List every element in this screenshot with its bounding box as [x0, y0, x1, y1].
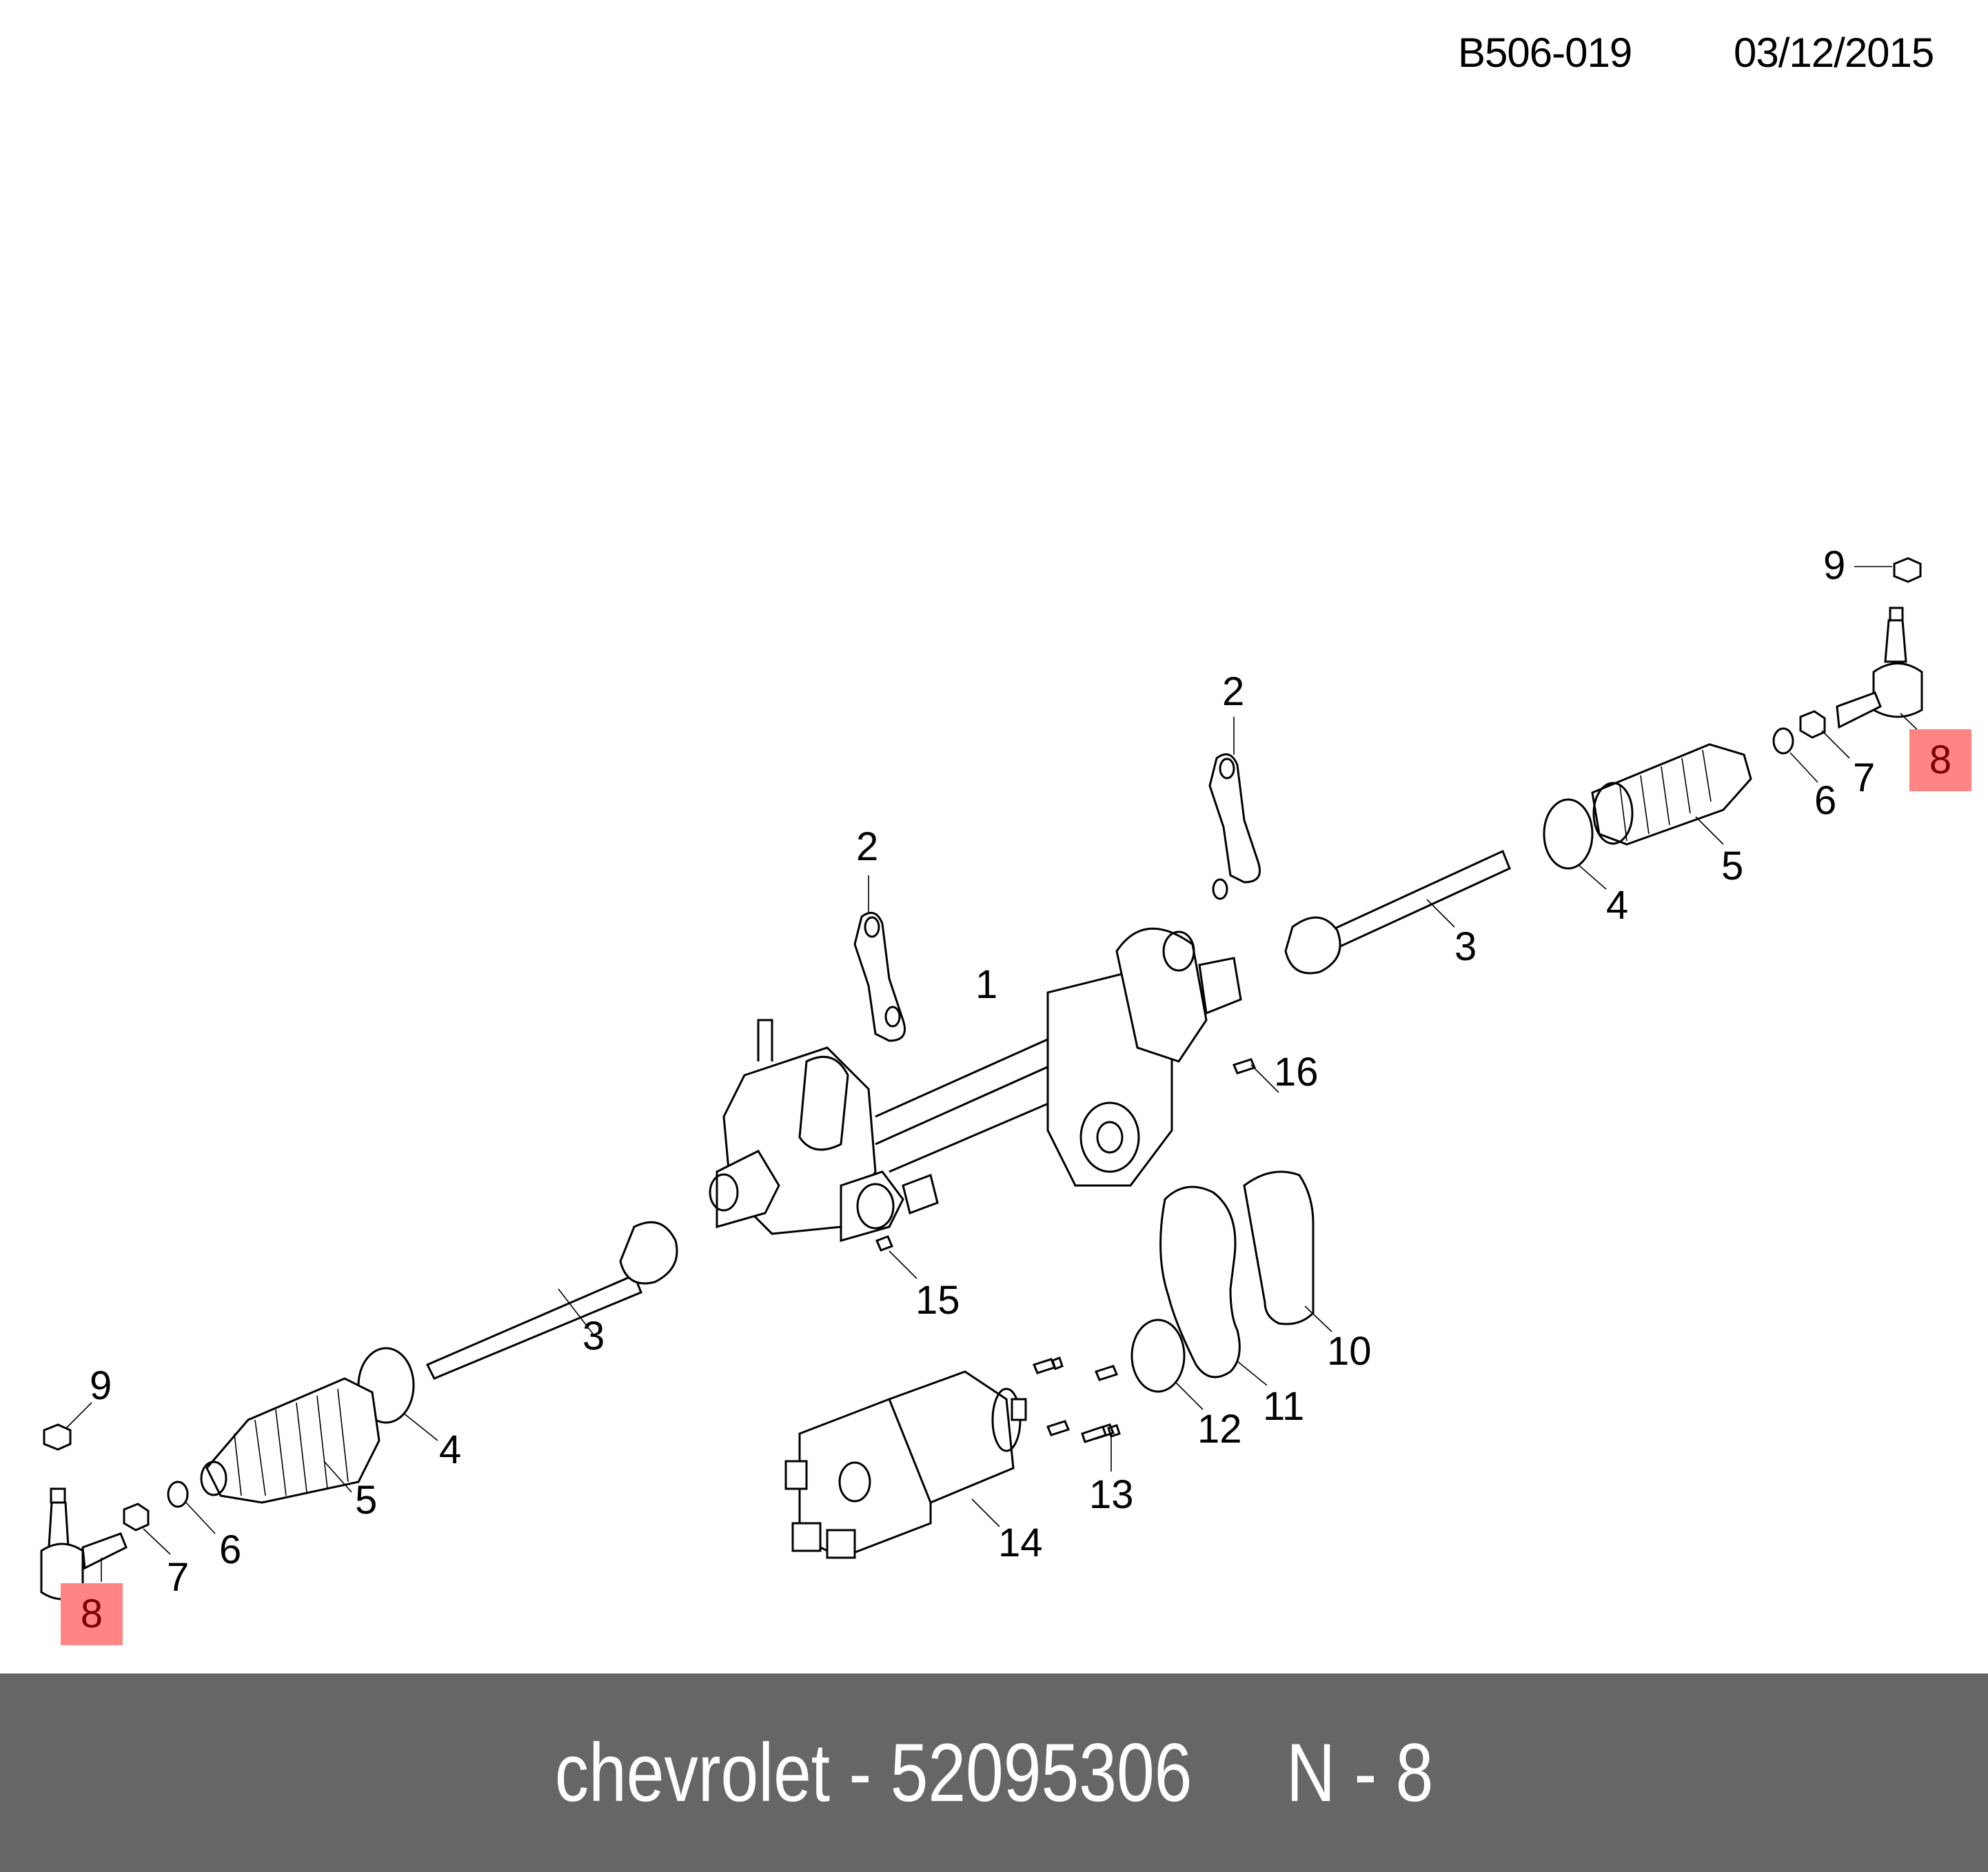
callout-14[interactable]: 14 — [998, 1520, 1043, 1565]
callout-11[interactable]: 11 — [1263, 1384, 1305, 1429]
callout-6-right[interactable]: 6 — [1814, 778, 1837, 823]
callout-5-left[interactable]: 5 — [355, 1478, 378, 1523]
footer-banner: chevrolet - 52095306 N - 8 — [0, 1673, 1988, 1872]
callout-3-left[interactable]: 3 — [582, 1314, 605, 1359]
outer-tie-rod-end-left-drawing — [40, 1487, 128, 1600]
inner-tie-rod-left-drawing — [425, 1221, 678, 1380]
callout-12[interactable]: 12 — [1197, 1407, 1242, 1452]
callout-8-left-highlighted[interactable]: 8 — [61, 1583, 123, 1645]
callout-9-right[interactable]: 9 — [1823, 543, 1846, 588]
diagram-date: 03/12/2015 — [1734, 30, 1934, 76]
callout-7-left[interactable]: 7 — [167, 1555, 190, 1600]
bolt-ghost-drawing — [1046, 1420, 1071, 1436]
callout-4-right[interactable]: 4 — [1606, 883, 1629, 928]
o-ring-drawing — [1130, 1319, 1186, 1393]
outer-tie-rod-end-right-drawing — [1836, 607, 1929, 742]
bolt-ghost-drawing — [1094, 1365, 1119, 1381]
callout-3-right[interactable]: 3 — [1454, 924, 1477, 969]
callout-7-right[interactable]: 7 — [1853, 755, 1876, 800]
exploded-diagram — [40, 557, 1929, 1600]
diagram-code: B506-019 — [1458, 30, 1632, 76]
boot-right-drawing — [1591, 743, 1752, 846]
boot-clamp-large-right-drawing — [1543, 798, 1594, 870]
gasket-drawing — [1159, 1186, 1241, 1378]
boot-left-drawing — [200, 1377, 381, 1504]
nut-right-drawing — [1893, 557, 1922, 583]
jam-nut-left-drawing — [123, 1503, 150, 1532]
callout-15[interactable]: 15 — [915, 1278, 960, 1323]
nut-left-drawing — [43, 1423, 72, 1451]
jam-nut-right-drawing — [1799, 710, 1826, 739]
callout-9-left[interactable]: 9 — [90, 1363, 112, 1408]
inner-tie-rod-right-drawing — [1284, 849, 1511, 975]
callout-6-left[interactable]: 6 — [219, 1527, 242, 1572]
bracket-left-drawing — [853, 875, 906, 1042]
bolt-16-drawing — [1232, 1058, 1257, 1075]
callout-2-right[interactable]: 2 — [1222, 669, 1245, 714]
boot-clamp-small-left-drawing — [167, 1481, 189, 1508]
callout-13[interactable]: 13 — [1089, 1472, 1134, 1517]
callout-5-right[interactable]: 5 — [1721, 844, 1744, 888]
clip-drawing — [875, 1235, 893, 1252]
callout-16[interactable]: 16 — [1274, 1050, 1319, 1095]
bolt-ghost-drawing — [1032, 1356, 1064, 1374]
boot-clamp-small-right-drawing — [1772, 727, 1794, 755]
steering-gear-drawing — [709, 927, 1242, 1242]
footer-part-caption: chevrolet - 52095306 N - 8 — [554, 1727, 1434, 1819]
callout-2-left[interactable]: 2 — [856, 824, 879, 869]
bracket-right-drawing — [1208, 717, 1261, 900]
callout-10[interactable]: 10 — [1327, 1329, 1372, 1374]
callout-4-left[interactable]: 4 — [439, 1427, 462, 1472]
bolt-13-drawing — [1081, 1425, 1107, 1443]
motor-drawing — [784, 1370, 1027, 1559]
callout-1[interactable]: 1 — [975, 962, 998, 1007]
belt-drawing — [1243, 1170, 1315, 1325]
callout-8-right-highlighted[interactable]: 8 — [1909, 729, 1971, 791]
